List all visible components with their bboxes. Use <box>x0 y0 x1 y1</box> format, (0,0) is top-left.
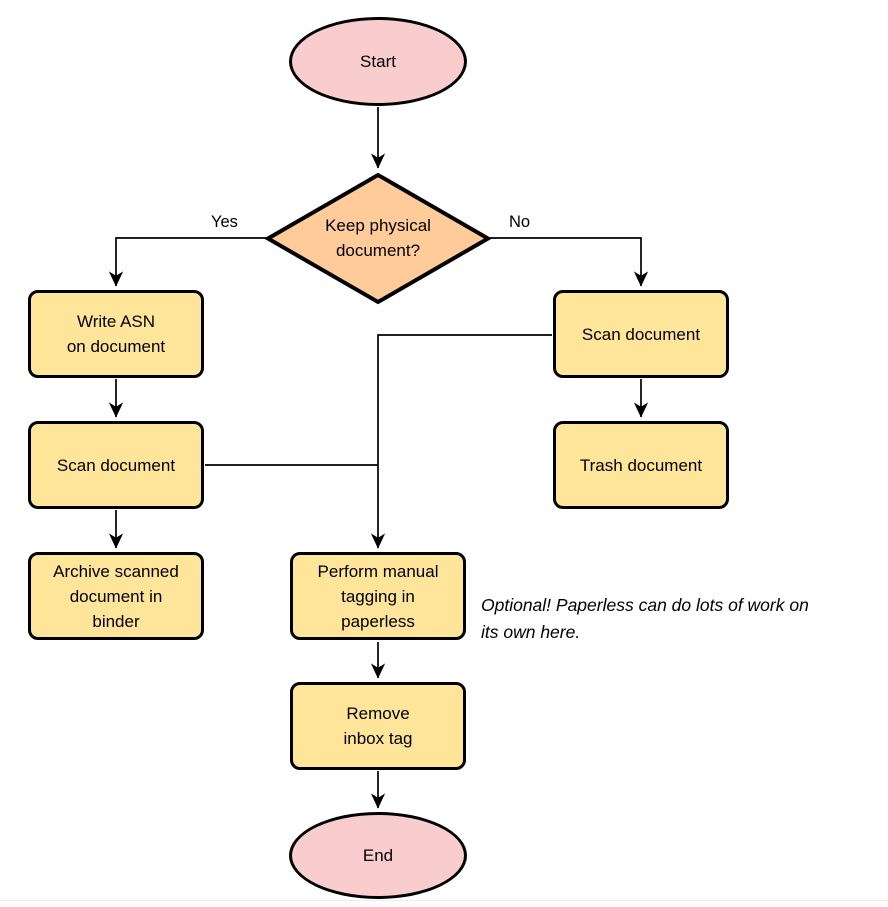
node-trash-document: Trash document <box>553 421 729 509</box>
node-write-asn: Write ASN on document <box>28 290 204 378</box>
node-end: End <box>289 812 467 899</box>
node-start-label: Start <box>360 52 396 71</box>
decision-diamond-shape <box>263 172 493 305</box>
node-scan-document-left: Scan document <box>28 421 204 509</box>
node-manual-tagging: Perform manual tagging in paperless <box>290 552 466 640</box>
edge-decision-yes <box>108 237 266 287</box>
node-remove-inbox-tag: Remove inbox tag <box>290 682 466 770</box>
edge-decision-no <box>490 237 649 287</box>
node-end-label: End <box>362 846 394 865</box>
page-bottom-divider <box>0 900 888 907</box>
node-archive-binder: Archive scanned document in binder <box>28 552 204 640</box>
node-start: Start <box>289 17 467 106</box>
node-scan-document-right: Scan document <box>553 290 729 378</box>
edge-label-yes: Yes <box>211 213 238 231</box>
edge-label-no: No <box>509 213 531 231</box>
node-decision-label: Keep physical document? <box>325 216 431 260</box>
edge-scanright-to-tagging <box>370 334 552 549</box>
note-optional: Optional! Paperless can do lots of work … <box>481 595 809 642</box>
